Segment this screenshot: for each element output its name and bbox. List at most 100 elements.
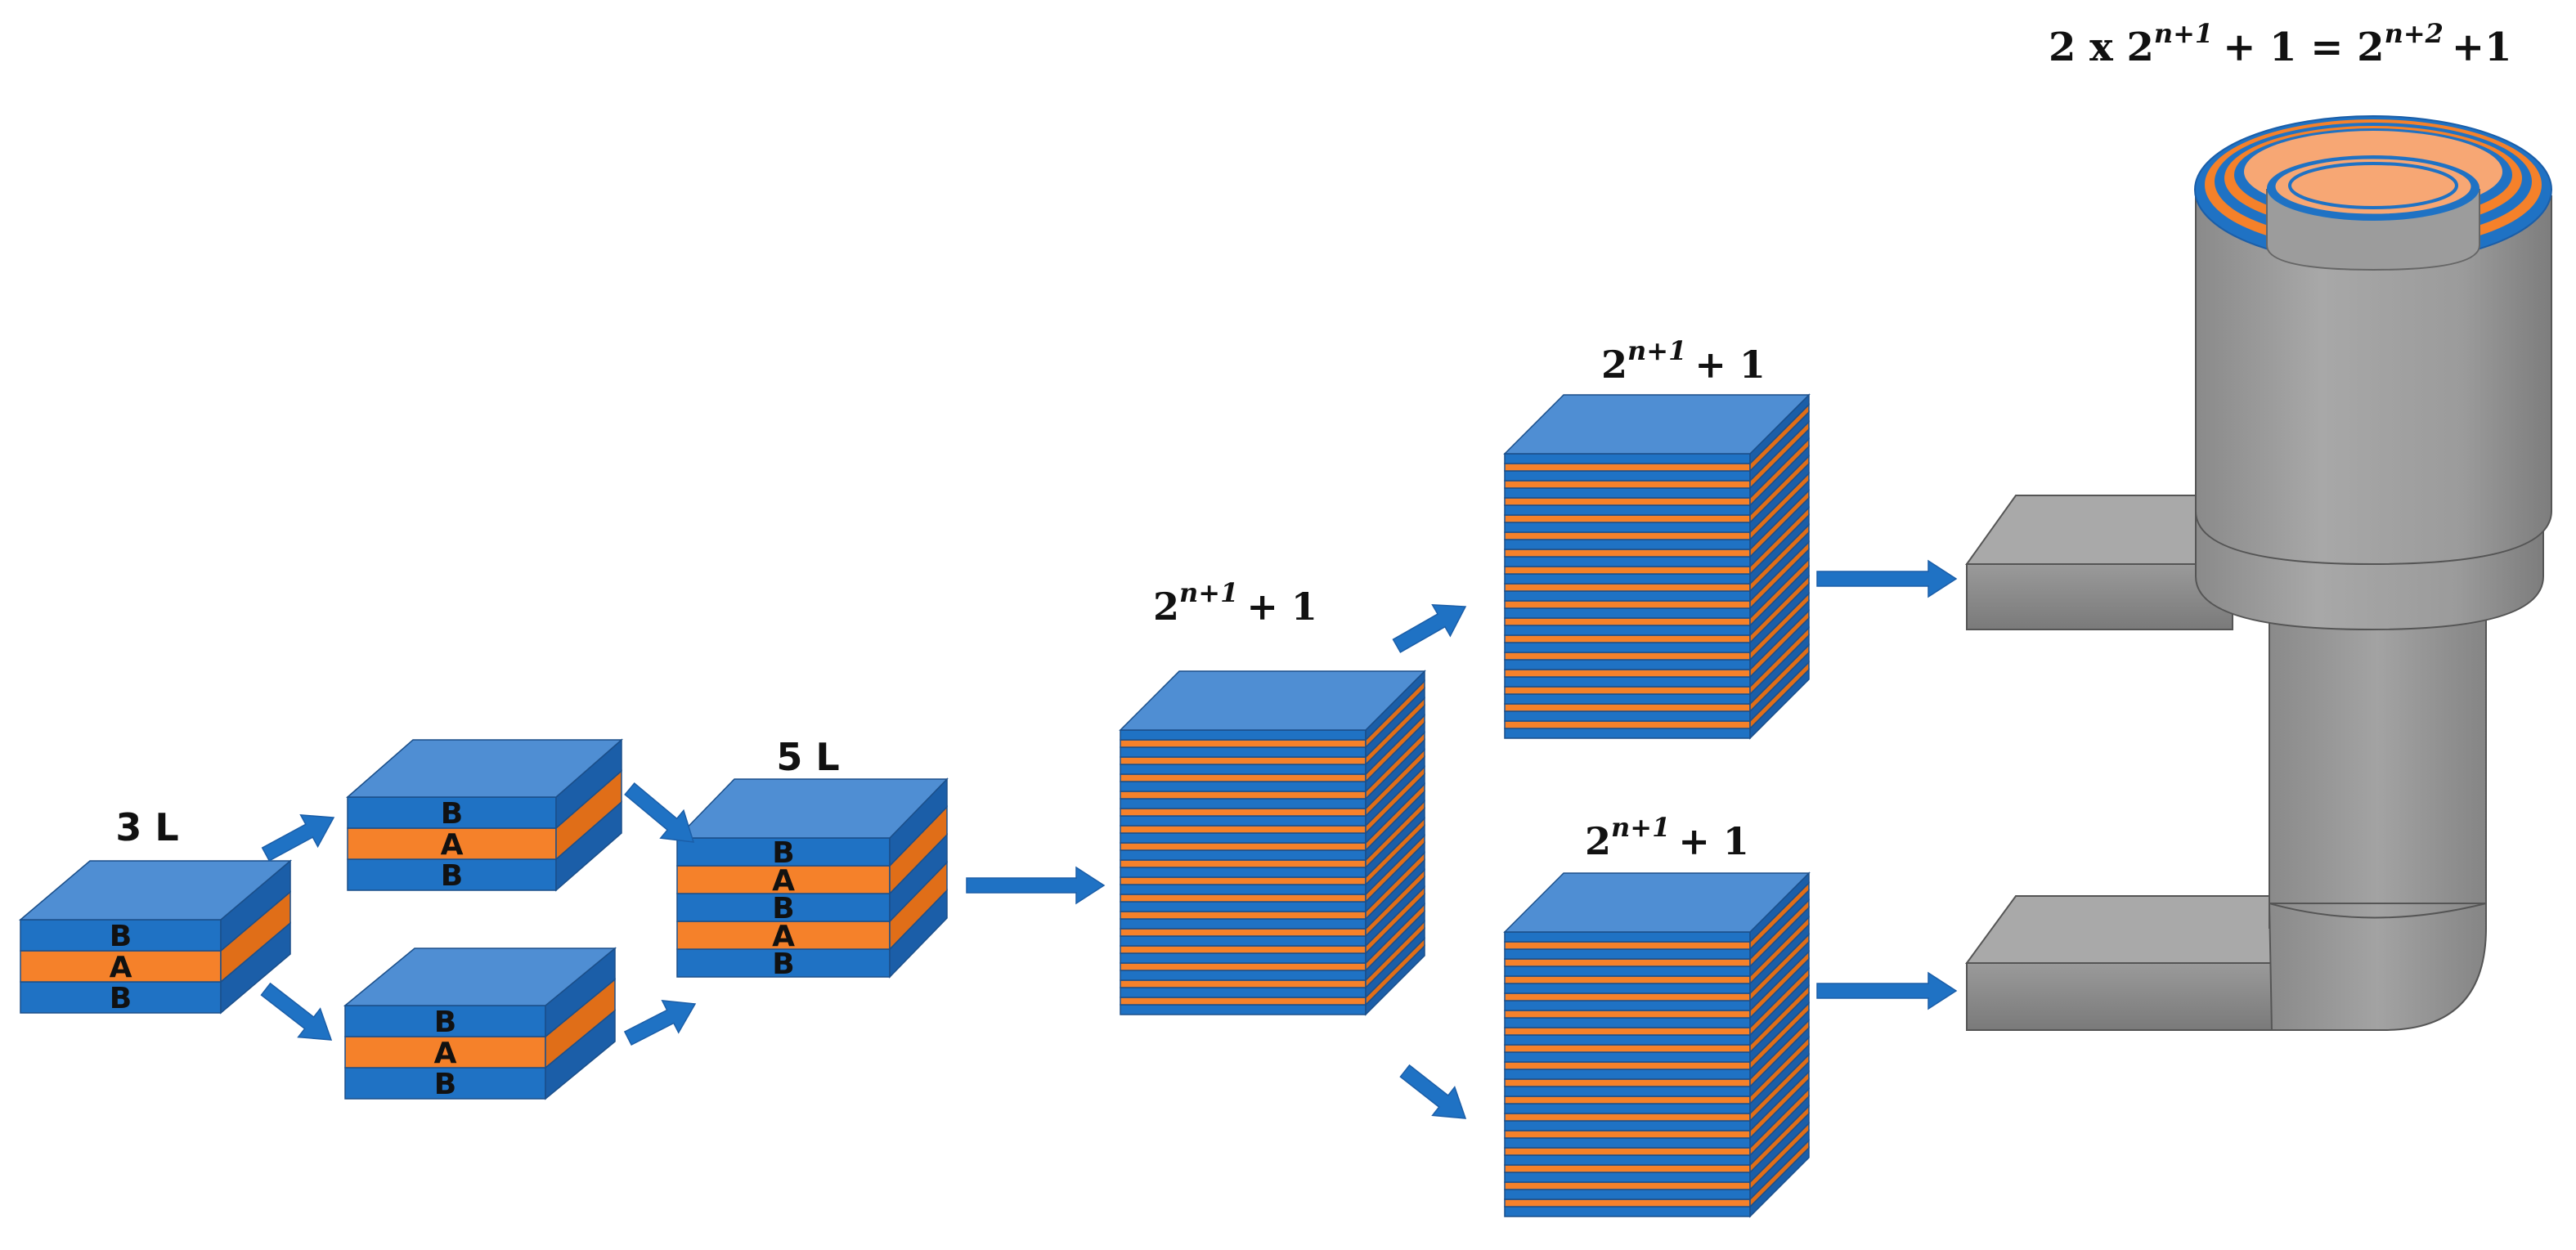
layer-a xyxy=(1120,859,1367,868)
arrow-upper-to-5L xyxy=(624,782,695,843)
layer-a xyxy=(1504,583,1751,592)
layer-b xyxy=(1120,867,1367,878)
layer-b xyxy=(676,837,891,867)
layer-b xyxy=(1120,849,1367,861)
layer-a xyxy=(1120,773,1367,782)
arrow-5L-to-multilayer xyxy=(966,866,1106,905)
layer-a xyxy=(1504,1027,1751,1036)
layer-a xyxy=(1504,497,1751,506)
layer-b xyxy=(1504,539,1751,550)
layer-a xyxy=(1120,842,1367,851)
stack-top-face xyxy=(1503,872,1811,933)
layer-a xyxy=(1504,975,1751,984)
layer-b xyxy=(1504,1017,1751,1028)
layer-b xyxy=(344,1005,546,1037)
layer-b xyxy=(1120,884,1367,895)
layer-a xyxy=(1504,703,1751,712)
layer-b xyxy=(1504,931,1751,943)
layer-a xyxy=(676,921,891,950)
annular-die xyxy=(1965,115,2552,1031)
layer-a xyxy=(1504,1010,1751,1019)
layer-a xyxy=(1504,549,1751,558)
layer-a xyxy=(1504,1095,1751,1104)
letter-b: B xyxy=(434,1068,456,1101)
layer-b xyxy=(1120,901,1367,912)
layer-a xyxy=(1120,945,1367,954)
layer-a xyxy=(344,1036,546,1069)
layer-b xyxy=(1504,522,1751,533)
layer-b xyxy=(1120,798,1367,809)
stack-3-layer xyxy=(18,859,293,1015)
layer-a xyxy=(1120,756,1367,765)
layer-a xyxy=(1504,652,1751,661)
arrow-middle-to-top xyxy=(1392,603,1467,653)
letter-b: B xyxy=(110,982,132,1015)
layer-b xyxy=(1504,1034,1751,1046)
layer-a xyxy=(1120,739,1367,748)
layer-a xyxy=(1120,791,1367,800)
layer-a xyxy=(1120,928,1367,937)
lower-feed-channel-top xyxy=(1965,895,2274,964)
stack-split-upper xyxy=(346,738,623,892)
stack-top-face xyxy=(675,778,949,839)
layer-b xyxy=(1504,1000,1751,1011)
label-final-formula: 2 x 2n+1+ 1 = 2n+2+1 xyxy=(2049,18,2512,70)
arrow-3L-to-lower xyxy=(260,982,333,1041)
lower-feed-channel-front xyxy=(1966,962,2311,1031)
layer-b xyxy=(1504,693,1751,705)
layer-b xyxy=(1504,1137,1751,1149)
stack-multilayer-bottom xyxy=(1503,871,1811,1218)
layer-b xyxy=(1504,659,1751,670)
layer-b xyxy=(1120,815,1367,827)
layer-b xyxy=(1504,1154,1751,1166)
arrow-middle-to-bottom xyxy=(1399,1064,1467,1119)
layer-b xyxy=(1120,832,1367,844)
letter-b: B xyxy=(110,920,132,953)
layer-b xyxy=(1504,966,1751,977)
letter-a: A xyxy=(110,951,132,984)
layer-b xyxy=(1504,504,1751,516)
layer-b xyxy=(1120,1004,1367,1015)
layer-b xyxy=(1504,710,1751,722)
label-stack-middle: 2n+1+ 1 xyxy=(1153,577,1317,629)
layer-b xyxy=(1120,764,1367,775)
layer-a xyxy=(1504,958,1751,967)
layer-a xyxy=(1504,634,1751,643)
layer-stacks xyxy=(18,393,1811,1218)
letter-a: A xyxy=(434,1037,457,1070)
layer-a xyxy=(1120,808,1367,817)
stack-split-lower xyxy=(343,947,617,1100)
layer-b xyxy=(1120,746,1367,758)
layer-a xyxy=(1504,1078,1751,1087)
layer-a xyxy=(1504,1198,1751,1207)
layer-a xyxy=(1504,566,1751,575)
layer-b xyxy=(1504,1206,1751,1217)
layer-a xyxy=(1504,686,1751,695)
layer-a xyxy=(1120,962,1367,971)
layer-b xyxy=(1504,948,1751,960)
layer-a xyxy=(1504,531,1751,540)
layer-b xyxy=(1504,487,1751,499)
layer-b xyxy=(1504,983,1751,994)
label-stack-top: 2n+1+ 1 xyxy=(1601,335,1766,387)
layer-b xyxy=(1504,728,1751,739)
layer-a xyxy=(1504,617,1751,626)
layer-b xyxy=(1504,1103,1751,1114)
layer-b xyxy=(20,981,222,1014)
letter-b: B xyxy=(441,797,463,831)
label-stack-bottom: 2n+1+ 1 xyxy=(1585,812,1749,863)
layer-b xyxy=(1504,556,1751,567)
layer-b xyxy=(1504,1189,1751,1200)
layer-a xyxy=(1504,463,1751,472)
letter-b: B xyxy=(772,948,794,981)
layer-a xyxy=(1504,514,1751,523)
stack-top-face xyxy=(1503,394,1811,455)
layer-a xyxy=(1504,1061,1751,1070)
layer-b xyxy=(1504,642,1751,653)
label-3L: 3 L xyxy=(115,805,178,849)
layer-b xyxy=(1120,970,1367,981)
layer-b xyxy=(1504,1069,1751,1080)
layer-b xyxy=(676,948,891,978)
layer-a xyxy=(1504,941,1751,950)
layer-a xyxy=(1504,480,1751,489)
